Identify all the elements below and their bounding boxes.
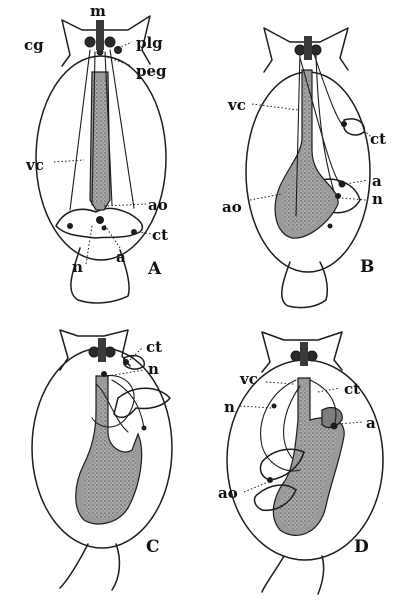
panel-b-mouth-tube bbox=[304, 36, 312, 60]
panel-a-label-ct: ct bbox=[152, 226, 168, 244]
panel-a-cerebral-ganglion-right bbox=[105, 37, 115, 47]
panel-a-anus-node bbox=[96, 216, 104, 224]
panel-b: vc ct a n ao B bbox=[222, 28, 386, 308]
panel-a-label-cg: cg bbox=[24, 36, 44, 54]
panel-a: m cg plg peg vc ao ct n a A bbox=[24, 2, 168, 303]
panel-d-label-ct: ct bbox=[344, 380, 360, 398]
panel-a-label-vc: vc bbox=[25, 156, 44, 174]
panel-a-cerebral-ganglion-left bbox=[85, 37, 95, 47]
panel-a-ctenidium-node-right bbox=[131, 229, 137, 235]
panel-d-mouth-tube bbox=[300, 342, 308, 366]
panel-b-node-a bbox=[339, 181, 346, 188]
panel-a-label-ao: ao bbox=[148, 196, 168, 214]
panel-c-velum-lobe bbox=[114, 388, 170, 417]
panel-d-label-a: a bbox=[366, 414, 376, 432]
panel-b-label-ct: ct bbox=[370, 130, 386, 148]
panel-c-foot bbox=[60, 544, 119, 590]
panel-b-label-a: a bbox=[372, 172, 382, 190]
panel-c-node-n bbox=[101, 371, 107, 377]
panel-b-node-low bbox=[328, 224, 333, 229]
panel-a-letter: A bbox=[147, 259, 162, 279]
panel-b-leader-vc bbox=[252, 104, 298, 110]
panel-d-cerebral-ganglion-left bbox=[291, 351, 301, 361]
panel-c: ct n C bbox=[32, 330, 172, 590]
panel-a-connective-right bbox=[110, 50, 134, 208]
panel-c-letter: C bbox=[146, 537, 160, 557]
panel-a-connective-left bbox=[70, 50, 90, 210]
panel-c-node-low bbox=[142, 426, 147, 431]
panel-d-foot bbox=[262, 556, 324, 594]
panel-b-leader-n bbox=[342, 198, 366, 200]
panel-d-node-a bbox=[331, 423, 338, 430]
panel-d-node-ao bbox=[267, 477, 273, 483]
panel-b-letter: B bbox=[360, 257, 374, 277]
panel-a-mouth-tube bbox=[96, 20, 104, 50]
panel-d-letter: D bbox=[354, 537, 369, 557]
panel-c-cerebral-ganglion-left bbox=[89, 347, 99, 357]
panel-b-node-ct bbox=[341, 121, 347, 127]
panel-a-leader-vc bbox=[54, 160, 84, 162]
panel-c-mouth-tube bbox=[98, 338, 106, 362]
panel-a-label-a: a bbox=[116, 248, 126, 266]
panel-a-leader-ao bbox=[104, 204, 146, 206]
panel-a-label-plg: plg bbox=[136, 34, 163, 52]
panel-c-cerebral-ganglion-right bbox=[105, 347, 115, 357]
panel-d-label-n: n bbox=[224, 398, 235, 416]
panel-d-label-ao: ao bbox=[218, 484, 238, 502]
panel-b-node-n bbox=[335, 193, 341, 199]
panel-c-label-n: n bbox=[148, 360, 159, 378]
panel-c-node-ct bbox=[123, 359, 129, 365]
panel-b-label-ao: ao bbox=[222, 198, 242, 216]
panel-b-leader-a bbox=[346, 180, 368, 184]
panel-d-node-n bbox=[272, 404, 277, 409]
panel-d-cerebral-ganglion-right bbox=[307, 351, 317, 361]
panel-b-cerebral-ganglion-right bbox=[311, 45, 321, 55]
panel-a-label-m: m bbox=[90, 2, 106, 20]
panel-b-label-vc: vc bbox=[227, 96, 246, 114]
panel-b-gut-stipple bbox=[281, 80, 330, 230]
panel-d-label-vc: vc bbox=[239, 370, 258, 388]
panel-a-ctenidium-node-left bbox=[67, 223, 73, 229]
panel-a-label-n: n bbox=[72, 258, 83, 276]
panel-b-cerebral-ganglion-left bbox=[295, 45, 305, 55]
panel-b-label-n: n bbox=[372, 190, 383, 208]
panel-d-leader-ao bbox=[244, 482, 268, 492]
panel-b-connective-2 bbox=[314, 54, 344, 124]
panel-b-foot bbox=[282, 262, 328, 308]
panel-c-label-ct: ct bbox=[146, 338, 162, 356]
panel-d: vc ct n a ao D bbox=[218, 332, 383, 594]
panel-a-label-peg: peg bbox=[136, 62, 167, 80]
panel-d-leader-ct bbox=[318, 388, 340, 392]
panel-a-gut-stipple bbox=[93, 80, 107, 202]
